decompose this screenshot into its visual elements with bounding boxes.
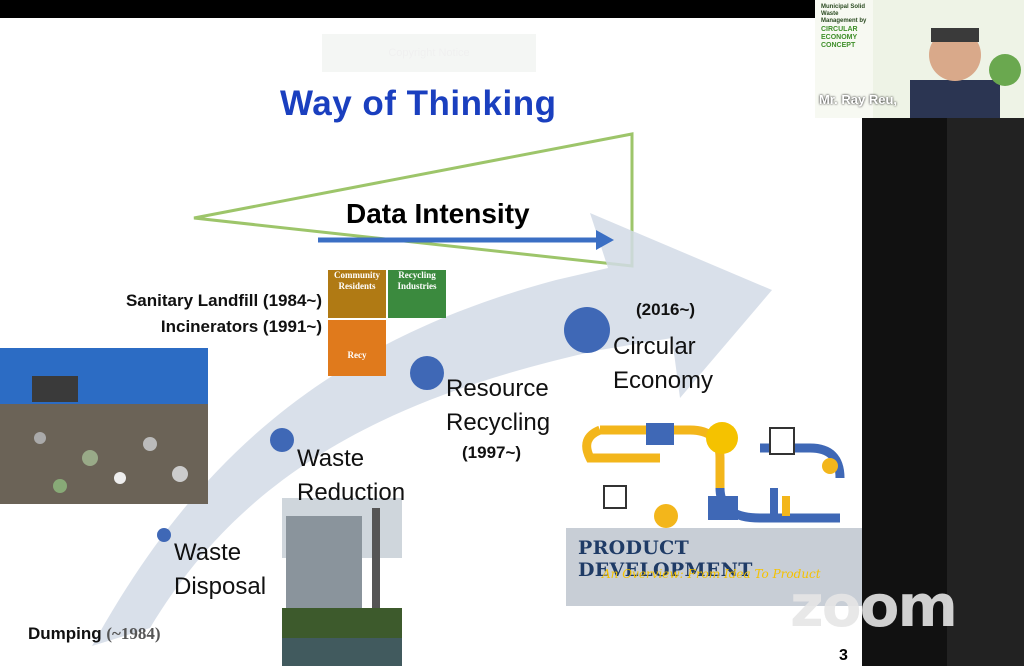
- circular-economy-label: Circular Economy: [613, 330, 713, 398]
- circular-economy-line2: Economy: [613, 367, 714, 394]
- chart-bar-icon: [770, 488, 778, 516]
- speaker-video-tile[interactable]: Municipal Solid Waste Management by CIRC…: [815, 0, 1024, 118]
- resource-recycling-label: Resource Recycling: [446, 372, 550, 440]
- speaker-name: Mr. Ray Reu,: [819, 92, 898, 107]
- waste-reduction-line2: Reduction: [297, 479, 406, 506]
- document-icon: [769, 427, 795, 455]
- recycle-partial-label: Recy: [347, 350, 367, 360]
- slide-banner: Copyright Notice: [322, 34, 536, 72]
- lightbulb-icon: [706, 422, 738, 454]
- stage-dot-circular: [564, 307, 610, 353]
- waste-reduction-label: Waste Reduction: [297, 442, 405, 510]
- stage-dot-recycling: [410, 356, 444, 390]
- waste-disposal-line2: Disposal: [174, 573, 267, 600]
- dumping-years: (~1984): [106, 624, 161, 643]
- product-development-subtitle: An Overview: From Idea To Product: [602, 567, 821, 581]
- circular-economy-line1: Circular: [613, 333, 696, 360]
- landfill-photo: [0, 348, 208, 504]
- recycle-square-partial: Recy: [328, 320, 386, 376]
- landfill-line: Sanitary Landfill (1984~): [125, 291, 322, 310]
- slide-title: Way of Thinking: [280, 84, 557, 123]
- dumping-label: Dumping (~1984): [28, 624, 161, 644]
- stage-dot-disposal: [157, 528, 171, 542]
- recycle-square-community: Community Residents: [328, 270, 386, 318]
- dumping-text: Dumping: [28, 624, 102, 643]
- resource-recycling-line1: Resource: [446, 375, 549, 402]
- waste-disposal-label: Waste Disposal: [174, 536, 266, 604]
- black-side-panel: [862, 118, 947, 666]
- waste-reduction-line1: Waste: [297, 445, 365, 472]
- data-intensity-label: Data Intensity: [346, 198, 530, 229]
- incinerators-line: Incinerators (1991~): [160, 317, 322, 336]
- data-intensity-arrowhead: [596, 230, 614, 250]
- stage-dot-reduction: [270, 428, 294, 452]
- envelope-icon: [708, 496, 738, 520]
- store-icon: [646, 423, 674, 445]
- poster-highlight: CIRCULAR ECONOMY CONCEPT: [821, 26, 858, 49]
- recycling-years: (1997~): [462, 443, 522, 462]
- product-development-title: PRODUCT DEVELOPMENT: [578, 537, 753, 581]
- slide-graphics: [92, 132, 845, 646]
- zoom-watermark: zoom: [790, 572, 958, 640]
- product-development-banner: [566, 528, 862, 606]
- page-number: 3: [839, 647, 848, 664]
- recycle-square-industries: Recycling Industries: [388, 270, 446, 318]
- recycling-industries-label: Recycling Industries: [397, 270, 437, 291]
- community-residents-label: Community Residents: [333, 270, 380, 291]
- poster-title: Municipal Solid Waste Management by: [821, 4, 867, 24]
- box-icon: [603, 485, 627, 509]
- waste-disposal-line1: Waste: [174, 539, 242, 566]
- resource-recycling-line2: Recycling: [446, 409, 551, 436]
- presentation-slide: Copyright Notice Way of Thinking Data In: [0, 18, 862, 666]
- speaker-video-frame: [815, 0, 1024, 118]
- incinerator-photo: [282, 498, 402, 666]
- landfill-label: Sanitary Landfill (1984~) Incinerators (…: [60, 288, 322, 340]
- shield-icon: [654, 504, 678, 528]
- check-icon: [822, 458, 838, 474]
- circular-years: (2016~): [636, 300, 696, 319]
